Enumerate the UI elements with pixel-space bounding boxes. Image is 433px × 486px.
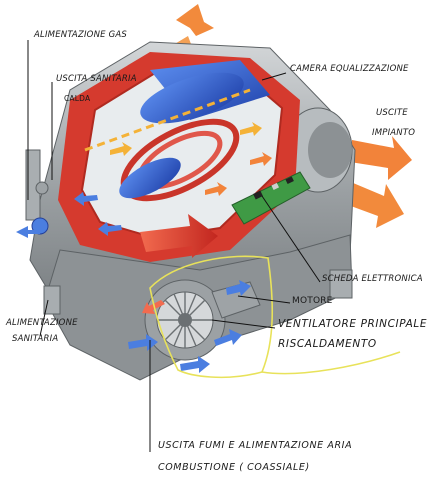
label-flue-outlet-1: USCITA FUMI E ALIMENTAZIONE ARIA — [158, 440, 353, 451]
left-pipes — [16, 149, 49, 238]
outflow-arrow-right-2 — [340, 180, 404, 228]
label-gas-supply: ALIMENTAZIONE GAS — [34, 30, 127, 40]
label-heating: RISCALDAMENTO — [278, 338, 377, 350]
fan-hub — [178, 313, 192, 327]
label-electronic-board: SCHEDA ELETTRONICA — [322, 274, 423, 284]
inner-arrow-2 — [240, 122, 262, 136]
pcb-chip-2 — [271, 182, 280, 191]
label-system-outlets-2: IMPIANTO — [372, 128, 416, 138]
gas-valve — [35, 181, 49, 195]
fan-unit — [128, 279, 261, 373]
label-equalization-chamber: CAMERA EQUALIZZAZIONE — [290, 64, 409, 74]
burner-flow-arrow — [140, 214, 218, 258]
left-foot — [43, 285, 61, 315]
inner-arrow-3 — [250, 152, 272, 166]
inner-water-core — [119, 157, 181, 199]
pcb-chip-1 — [253, 190, 263, 200]
highlight-tail — [261, 351, 401, 375]
pcb — [231, 171, 311, 225]
label-main-fan: VENTILATORE PRINCIPALE — [278, 318, 428, 330]
outflow-arrow-top-1 — [176, 4, 214, 36]
inner-arrow-4 — [205, 182, 227, 196]
motor-arrow — [226, 280, 251, 296]
label-sanitary-supply-1: ALIMENTAZIONE — [6, 318, 78, 328]
leader-fan — [211, 319, 276, 329]
rear-outlet — [308, 122, 352, 178]
highlight-outline — [149, 255, 274, 379]
water-cylinder — [140, 72, 244, 124]
sanitary-inlet-arrow — [16, 226, 40, 238]
inner-arrow-blue-1 — [74, 192, 98, 206]
inner-arrow-blue-2 — [98, 222, 122, 236]
pcb-chip-3 — [285, 176, 294, 185]
label-motor: MOTORE — [292, 296, 333, 306]
label-flue-outlet-2: COMBUSTIONE ( COASSIALE) — [158, 462, 310, 473]
leader-lines — [27, 40, 321, 452]
fan-air-arrow-3 — [214, 329, 242, 346]
label-system-outlets-1: USCITE — [376, 108, 408, 118]
right-foot — [329, 269, 353, 299]
fan-air-arrow-2 — [180, 356, 210, 373]
inner-arrow-1 — [110, 142, 132, 156]
leader-motor — [237, 295, 291, 304]
leader-sanitary-supply — [39, 299, 49, 337]
leader-equalization — [261, 72, 287, 81]
outflow-arrow-right-1 — [350, 136, 412, 180]
label-hot-sanitary-outlet-2: CALDA — [64, 94, 91, 103]
electronic-board — [231, 171, 311, 225]
leader-board — [261, 195, 321, 283]
label-sanitary-supply-2: SANITARIA — [12, 334, 59, 344]
label-hot-sanitary-outlet-1: USCITA SANITARIA — [56, 74, 137, 84]
air-flow-line — [84, 88, 251, 152]
